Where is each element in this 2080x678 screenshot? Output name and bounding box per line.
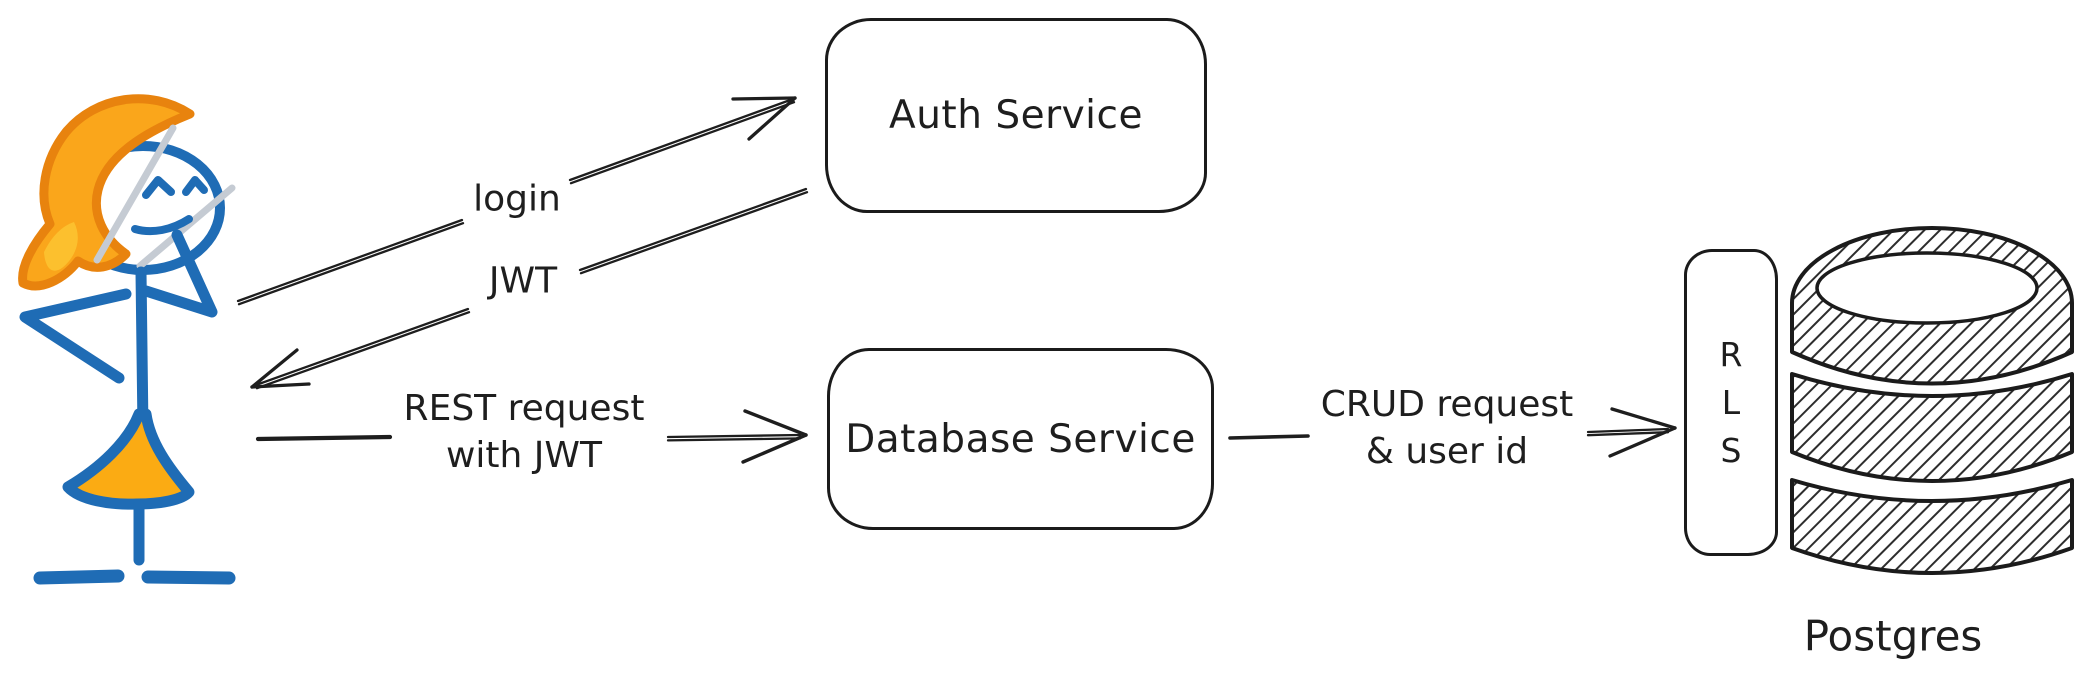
jwt-arrow — [250, 187, 809, 390]
node-rls: R L S — [1684, 249, 1778, 556]
crud-arrow-label-line1: CRUD request — [1320, 384, 1574, 425]
node-auth-service: Auth Service — [825, 18, 1207, 213]
user-skirt — [62, 408, 195, 510]
rest-arrowhead — [741, 409, 808, 464]
user-smile — [131, 215, 193, 236]
rls-letter-r: R — [1719, 335, 1743, 374]
face-sketch-lines — [93, 124, 236, 270]
rest-arrow-label: REST request with JWT — [404, 385, 645, 479]
db-top-opening — [1815, 251, 2039, 325]
db-disc-bottom — [1790, 478, 2074, 575]
user-eyes — [142, 176, 208, 199]
jwt-arrow-label: JWT — [488, 260, 558, 302]
user-figure — [18, 94, 236, 585]
rls-letter-l: L — [1721, 383, 1741, 422]
auth-service-label: Auth Service — [889, 93, 1143, 138]
user-right-arm — [140, 229, 218, 318]
login-arrow — [236, 96, 797, 306]
crud-arrow — [1228, 407, 1677, 458]
crud-arrow-label-line2: & user id — [1365, 431, 1529, 472]
left-eye — [142, 176, 175, 199]
db-disc-middle — [1790, 372, 2074, 483]
login-arrow-label: login — [473, 178, 561, 220]
user-body — [135, 266, 149, 436]
crud-arrowhead — [1608, 407, 1677, 458]
jwt-arrowhead — [250, 348, 311, 389]
postgres-database-icon — [1790, 226, 2074, 575]
user-left-arm — [19, 288, 132, 384]
node-database-service: Database Service — [827, 348, 1214, 530]
right-eye — [182, 176, 208, 196]
rest-arrow-label-line2: with JWT — [445, 435, 603, 476]
database-service-label: Database Service — [845, 416, 1196, 462]
rls-letter-s: S — [1720, 431, 1742, 470]
user-feet — [33, 569, 236, 585]
user-hair-highlight — [44, 222, 78, 271]
login-arrowhead — [731, 96, 797, 141]
rest-arrow — [255, 409, 808, 464]
postgres-label: Postgres — [1803, 611, 1983, 661]
crud-arrow-label: CRUD request & user id — [1321, 381, 1574, 475]
rest-arrow-label-line1: REST request — [403, 388, 645, 429]
